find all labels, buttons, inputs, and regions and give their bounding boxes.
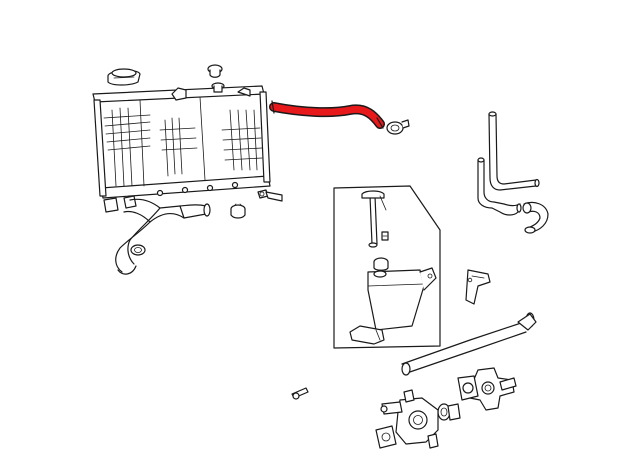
temperature-sensor[interactable] bbox=[257, 189, 283, 202]
reservoir-cap[interactable] bbox=[373, 257, 389, 271]
bleed-valve[interactable] bbox=[291, 387, 309, 400]
coolant-reservoir-tank[interactable] bbox=[349, 267, 437, 345]
bypass-hose[interactable] bbox=[522, 201, 549, 234]
reservoir-bracket[interactable] bbox=[465, 269, 491, 305]
outlet-gasket[interactable] bbox=[457, 375, 479, 401]
hose-clamp-lower[interactable] bbox=[130, 244, 146, 256]
water-inlet-pipe[interactable] bbox=[401, 312, 537, 376]
thermostat-housing[interactable] bbox=[380, 389, 439, 449]
drain-cock[interactable] bbox=[230, 203, 246, 219]
hose-clamp-upper[interactable] bbox=[386, 119, 410, 135]
radiator-lower-hose[interactable] bbox=[115, 198, 211, 275]
radiator-cap[interactable] bbox=[107, 68, 141, 86]
filler-neck-cap[interactable] bbox=[207, 64, 223, 78]
coolant-reservoir-inset bbox=[333, 185, 441, 349]
reservoir-overflow-hose[interactable] bbox=[361, 190, 387, 248]
housing-gasket[interactable] bbox=[375, 425, 397, 449]
heater-hose-lower[interactable] bbox=[477, 157, 522, 216]
upper-mount-bracket[interactable] bbox=[171, 87, 251, 101]
thermostat[interactable] bbox=[437, 403, 461, 421]
drain-plug[interactable] bbox=[211, 82, 225, 93]
reservoir-hose-clip[interactable] bbox=[381, 231, 389, 241]
radiator[interactable] bbox=[92, 85, 271, 213]
water-outlet-housing[interactable] bbox=[469, 367, 517, 411]
heater-hose-upper[interactable] bbox=[488, 111, 540, 191]
radiator-upper-hose[interactable] bbox=[269, 100, 385, 129]
